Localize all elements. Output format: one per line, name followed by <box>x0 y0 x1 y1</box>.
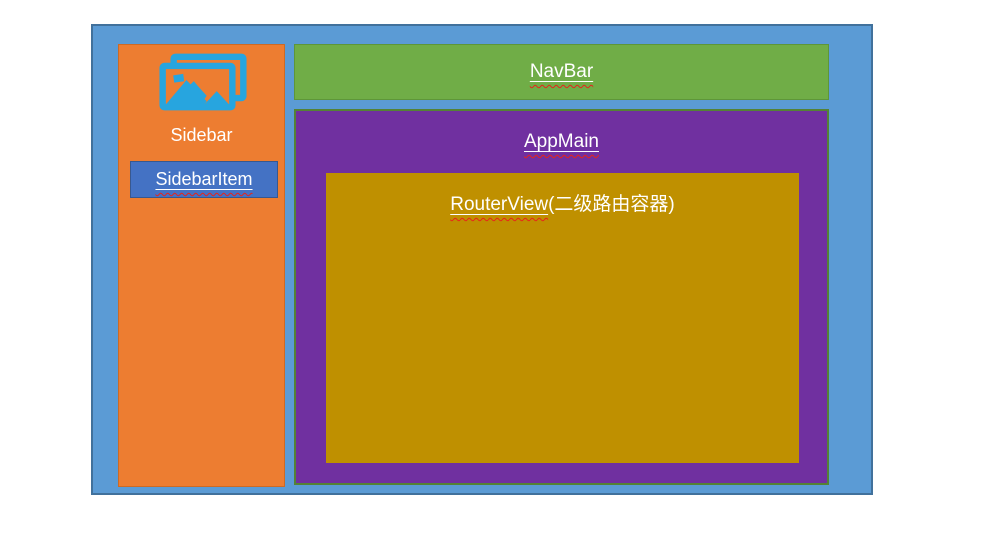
sidebar-box: Sidebar SidebarItem <box>118 44 285 487</box>
routerview-label-row: RouterView(二级路由容器) <box>326 189 799 216</box>
pictures-icon <box>159 53 247 111</box>
appmain-box: AppMain RouterView(二级路由容器) <box>294 109 829 485</box>
appmain-label-underline: AppMain <box>524 131 599 152</box>
sidebar-item-box: SidebarItem <box>130 161 278 198</box>
sidebar-label: Sidebar <box>170 125 233 145</box>
routerview-box: RouterView(二级路由容器) <box>326 173 799 463</box>
navbar-box: NavBar <box>294 44 829 100</box>
navbar-label-underline: NavBar <box>530 61 593 83</box>
appmain-label-row: AppMain <box>296 131 827 153</box>
sidebar-item-label: SidebarItem <box>155 169 253 189</box>
appmain-label: AppMain <box>524 131 599 152</box>
navbar-label: NavBar <box>529 61 594 82</box>
app-wrapper-box: Sidebar SidebarItem NavBar AppMain Route… <box>91 24 873 495</box>
routerview-label-underline: RouterView <box>450 194 548 215</box>
routerview-annotation: (二级路由容器) <box>548 194 675 215</box>
routerview-label: RouterView <box>450 194 549 215</box>
sidebar-item-label-underline: SidebarItem <box>155 169 252 190</box>
